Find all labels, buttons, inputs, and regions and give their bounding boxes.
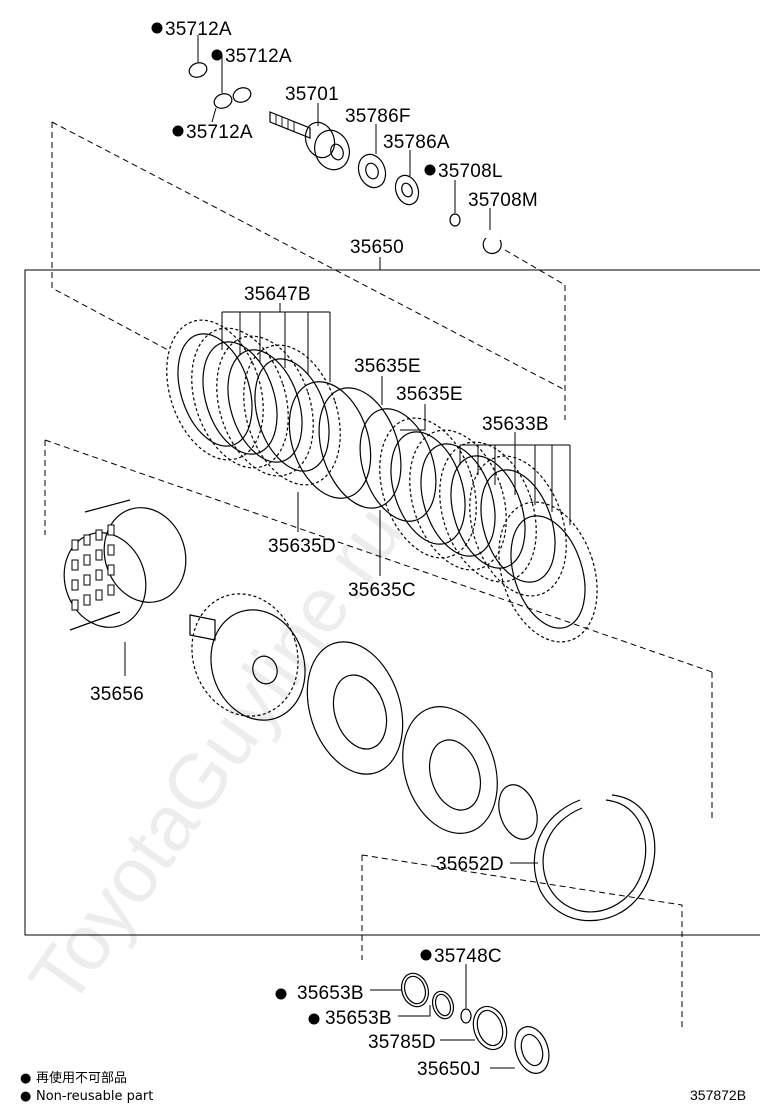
snap-ring-35652d [533, 794, 656, 922]
snap-ring-small [498, 784, 538, 840]
snap-ring-35708m [482, 237, 502, 255]
washer-35786a [394, 174, 420, 206]
label-35656: 35656 [90, 684, 144, 705]
input-shaft-35701 [269, 111, 350, 171]
clutch-drum-35656 [63, 499, 187, 631]
legend-marker-2: ● [20, 1089, 31, 1104]
label-35786a: 35786A [383, 132, 450, 153]
label-35653b-2: 35653B [325, 1008, 392, 1029]
legend-marker-1: ● [20, 1071, 31, 1086]
label-35647b: 35647B [244, 284, 311, 305]
snap-rings-35712a [188, 62, 252, 109]
label-35712a-2: 35712A [225, 46, 292, 67]
label-35785d: 35785D [368, 1032, 436, 1053]
label-35701: 35701 [285, 84, 339, 105]
label-35653b-1: 35653B [297, 983, 364, 1004]
label-35712a-1: 35712A [165, 19, 232, 40]
label-35635d: 35635D [268, 536, 336, 557]
piston [306, 641, 404, 775]
label-35635e-2: 35635E [396, 384, 463, 405]
dashed-guides [44, 121, 713, 1030]
label-35635e-1: 35635E [354, 356, 421, 377]
label-35633b: 35633B [482, 414, 549, 435]
legend-text-jp: 再使用不可部品 [36, 1070, 127, 1086]
clutch-leaders [221, 303, 571, 576]
part-labels: 35712A 35712A 35712A 35701 35786F 35786A… [90, 19, 549, 1080]
label-35652d: 35652D [436, 854, 504, 875]
label-35748c: 35748C [434, 946, 502, 967]
legend: ● 再使用不可部品 ● Non-reusable part [20, 1070, 153, 1104]
diagram-id: 357872B [690, 1087, 746, 1103]
leaders-35712a [197, 35, 223, 123]
bottom-leaders [370, 964, 515, 1069]
bottom-parts [400, 972, 550, 1074]
label-35708m: 35708M [468, 190, 538, 211]
o-ring-35708l [449, 213, 461, 227]
label-35712a-3: 35712A [186, 122, 253, 143]
label-35650: 35650 [350, 237, 404, 258]
legend-text-en: Non-reusable part [36, 1089, 153, 1104]
washer-35786f [357, 153, 387, 189]
label-35708l: 35708L [438, 161, 503, 182]
assembly-box [24, 269, 760, 936]
clutch-hub [189, 593, 306, 721]
label-35635c: 35635C [348, 580, 416, 601]
label-35650j: 35650J [417, 1059, 481, 1080]
label-35786f: 35786F [345, 106, 411, 127]
clutch-pack [166, 319, 598, 643]
seal-plate [402, 706, 498, 834]
